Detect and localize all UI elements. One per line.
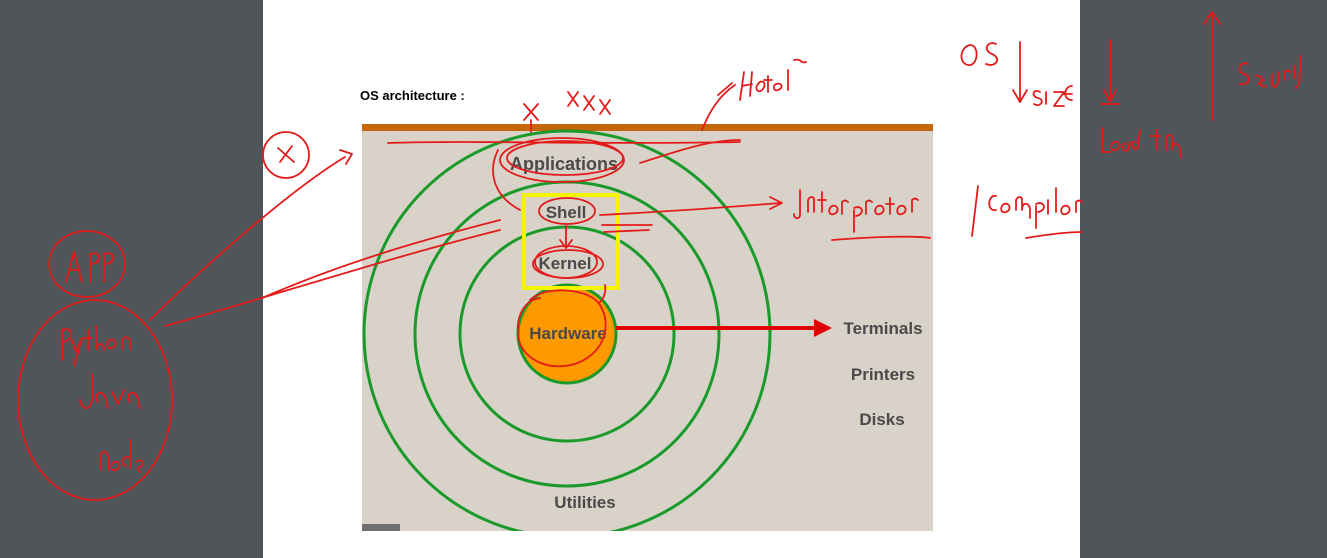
label-shell: Shell — [546, 203, 587, 222]
os-rings-diagram: Applications Shell Kernel Hardware Utili… — [362, 129, 923, 531]
ink-app-word — [65, 251, 115, 283]
ink-load-arrow — [1099, 39, 1121, 105]
label-utilities: Utilities — [554, 493, 615, 512]
ink-security-arrow — [1203, 11, 1221, 121]
ink-app-circle — [48, 230, 126, 298]
ink-languages-oval — [17, 299, 173, 501]
label-disks: Disks — [859, 410, 904, 429]
ink-security-word — [1238, 55, 1301, 89]
label-printers: Printers — [851, 365, 915, 384]
label-terminals: Terminals — [843, 319, 922, 338]
ink-load-word — [1101, 127, 1181, 159]
os-architecture-figure: Applications Shell Kernel Hardware Utili… — [362, 124, 933, 531]
label-kernel: Kernel — [539, 254, 592, 273]
ink-node-word — [99, 439, 145, 473]
page-heading: OS architecture : — [360, 88, 465, 103]
label-applications: Applications — [510, 154, 618, 174]
shell-kernel-highlight-box — [522, 193, 620, 290]
label-hardware: Hardware — [529, 324, 606, 343]
ring-applications — [362, 129, 772, 531]
ink-python-word — [61, 325, 131, 367]
ink-java-word — [79, 373, 141, 410]
hardware-arrow-head — [814, 319, 832, 337]
figure-top-bar — [362, 124, 933, 131]
figure-corner-tab — [362, 524, 400, 531]
